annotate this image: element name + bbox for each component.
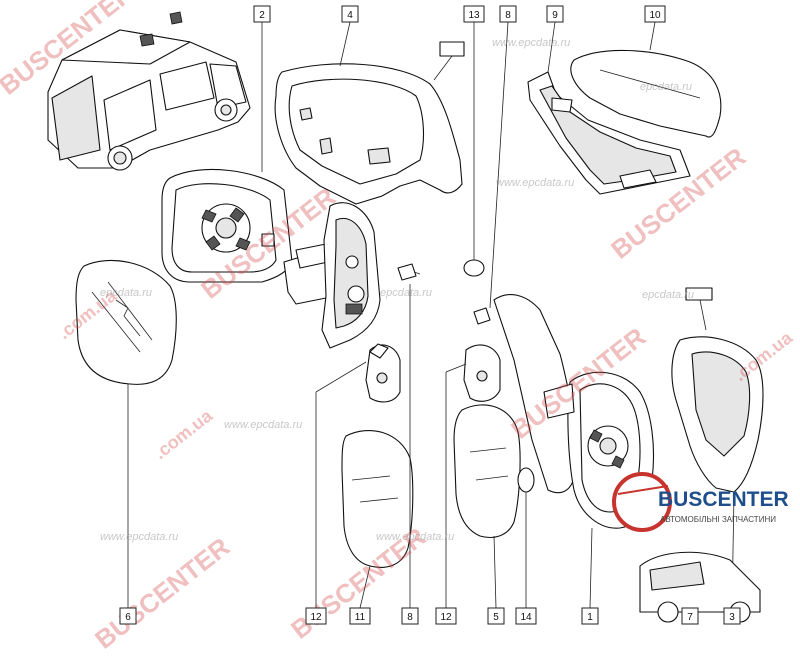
part-8-mount-base xyxy=(321,202,381,349)
part-14-washer xyxy=(517,467,535,493)
callout-3: 3 xyxy=(723,607,741,625)
part-13-washer xyxy=(463,259,485,277)
callout-14: 14 xyxy=(515,607,537,625)
callout-10: 10 xyxy=(644,5,666,23)
callout-8-bottom: 8 xyxy=(401,607,419,625)
callout-7: 7 xyxy=(681,607,699,625)
part-11-mirror-glass xyxy=(341,429,414,568)
part-4-mirror-housing xyxy=(274,41,465,205)
watermark-epc: www.epcdata.ru xyxy=(492,37,570,49)
callout-12-right: 12 xyxy=(435,607,457,625)
svg-text:9: 9 xyxy=(552,10,558,21)
watermark-epc: www.epcdata.ru xyxy=(100,531,178,543)
watermark-epc: epcdata.ru xyxy=(100,287,152,299)
screw xyxy=(397,263,421,281)
screw-right xyxy=(473,307,491,325)
callout-4: 4 xyxy=(341,5,359,23)
svg-text:11: 11 xyxy=(355,612,366,623)
watermark-epc: epcdata.ru xyxy=(642,289,694,301)
watermark-brand: BUSCENTER xyxy=(89,531,235,654)
svg-text:4: 4 xyxy=(347,10,353,21)
part-12-gasket-left xyxy=(365,343,401,403)
svg-text:7: 7 xyxy=(687,612,693,623)
svg-text:10: 10 xyxy=(649,10,661,21)
callout-13: 13 xyxy=(463,5,485,23)
buscenter-logo: BUSCENTER АВТОМОБІЛЬНІ ЗАПЧАСТИНИ xyxy=(612,472,789,623)
svg-text:14: 14 xyxy=(520,612,532,623)
callout-2: 2 xyxy=(253,5,271,23)
svg-text:6: 6 xyxy=(125,612,131,623)
callout-9: 9 xyxy=(546,5,564,23)
svg-text:8: 8 xyxy=(407,612,413,623)
callout-5: 5 xyxy=(487,607,505,625)
part-6-mirror-glass xyxy=(75,260,177,385)
svg-text:8: 8 xyxy=(505,10,511,21)
svg-text:2: 2 xyxy=(259,10,265,21)
watermark-epc: epcdata.ru xyxy=(380,287,432,299)
part-2-mirror-body xyxy=(161,169,337,305)
part-3-mirror-housing xyxy=(671,287,764,493)
svg-text:12: 12 xyxy=(440,612,452,623)
watermark-epc: www.epcdata.ru xyxy=(376,531,454,543)
van-illustration xyxy=(47,11,251,171)
callout-6: 6 xyxy=(119,607,137,625)
logo-tagline: АВТОМОБІЛЬНІ ЗАПЧАСТИНИ xyxy=(660,515,776,524)
watermark-epc: www.epcdata.ru xyxy=(224,419,302,431)
callout-11: 11 xyxy=(349,607,371,625)
svg-text:13: 13 xyxy=(468,10,480,21)
callout-12-left: 12 xyxy=(305,607,327,625)
callout-1: 1 xyxy=(581,607,599,625)
watermark-domain: .com.ua xyxy=(150,405,217,463)
svg-text:12: 12 xyxy=(310,612,322,623)
logo-name: BUSCENTER xyxy=(658,488,789,511)
part-9-base-trim xyxy=(527,71,691,195)
part-5-mirror-glass xyxy=(453,404,521,539)
part-12-gasket-right xyxy=(463,344,501,402)
part-10-cap-cover xyxy=(570,49,722,138)
svg-text:3: 3 xyxy=(729,612,735,623)
watermark-epc: www.epcdata.ru xyxy=(496,177,574,189)
svg-text:5: 5 xyxy=(493,612,499,623)
svg-text:1: 1 xyxy=(587,612,593,623)
callout-8-top: 8 xyxy=(499,5,517,23)
watermark-epc: epcdata.ru xyxy=(640,81,692,93)
